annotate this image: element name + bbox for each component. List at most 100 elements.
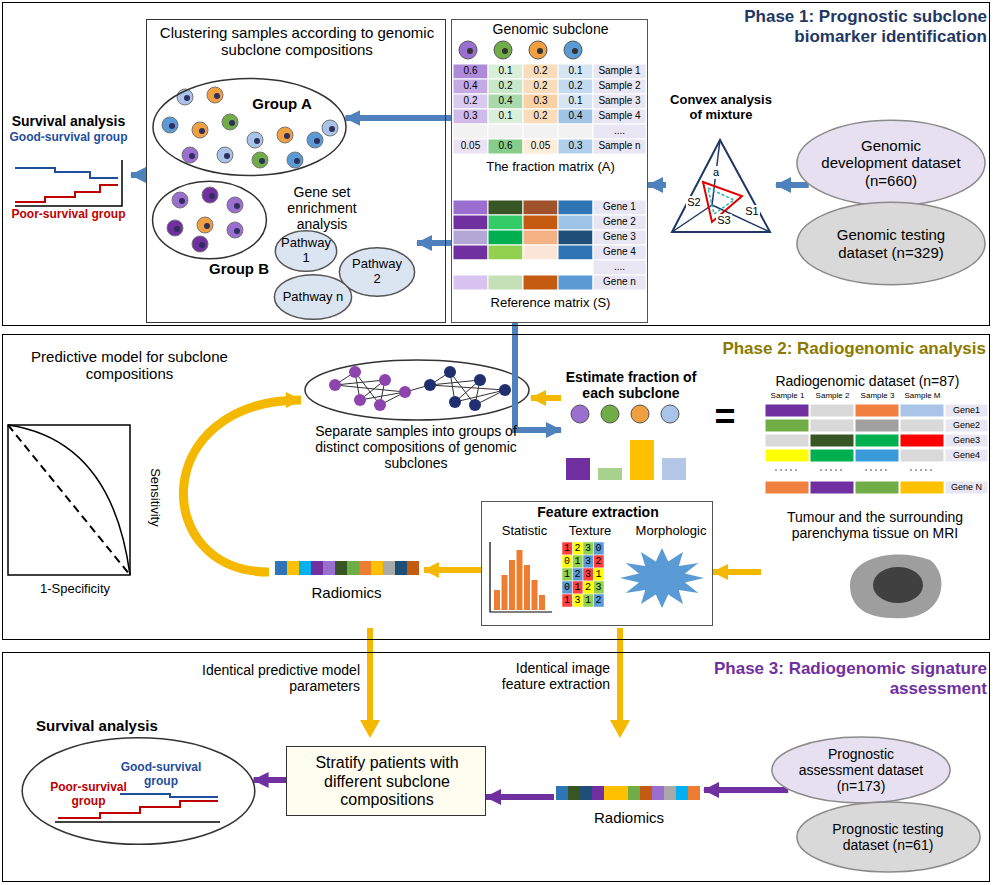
matrix-cell — [810, 419, 854, 432]
illustration-part — [430, 380, 480, 385]
matrix-cell — [593, 109, 646, 124]
illustration-part — [184, 95, 190, 101]
matrix-cell — [558, 275, 593, 290]
matrix-cell — [900, 434, 944, 447]
label: 0.6 — [488, 140, 523, 152]
plot-axis — [15, 160, 122, 206]
mri-image: Tumour and the surrounding parenchyma ti… — [761, 509, 989, 624]
label: 0.3 — [523, 95, 558, 107]
network-node — [379, 374, 391, 386]
feature-bar — [616, 786, 628, 800]
illustration-part — [873, 567, 923, 603]
illustration-part — [199, 242, 205, 248]
cell — [182, 147, 198, 163]
matrix-cell — [593, 124, 646, 139]
matrix-cell — [765, 434, 809, 447]
feature-bar — [323, 561, 335, 575]
ellipse-shape — [274, 275, 351, 320]
feature-bar — [299, 561, 311, 575]
matrix-cell — [523, 139, 558, 154]
feature-bar — [347, 561, 359, 575]
illustration-part — [179, 198, 185, 204]
illustration-part — [259, 158, 265, 164]
fraction-bar — [662, 458, 686, 480]
label: 0.4 — [558, 110, 593, 122]
matrix-cell — [488, 215, 523, 230]
matrix-cell — [453, 124, 488, 139]
matrix-cell — [765, 449, 809, 462]
illustration-part — [945, 481, 988, 494]
node-text: Genomic subclone — [452, 21, 649, 37]
node-text: Tumour and the surrounding parenchyma ti… — [761, 509, 989, 541]
label: Gene 2 — [593, 216, 646, 228]
label: Gene N — [945, 482, 988, 492]
node-text: Pathway n — [282, 290, 344, 305]
flow-arrow — [183, 400, 301, 572]
flow-arrow — [704, 787, 788, 793]
label: 0.2 — [523, 110, 558, 122]
label: Sensitivity — [148, 452, 163, 542]
label: Sample n — [593, 140, 646, 152]
feature-bar — [688, 786, 700, 800]
matrix-cell — [523, 275, 558, 290]
survival-curve — [15, 168, 118, 178]
matrix-cell — [488, 109, 523, 124]
illustration-part — [945, 419, 988, 432]
matrix-cell — [900, 481, 944, 494]
label: Gene n — [593, 276, 646, 288]
feature-bar — [628, 786, 640, 800]
feature-bar — [652, 786, 664, 800]
group-ellipse: Group A — [152, 77, 347, 177]
network-outline — [305, 360, 529, 420]
cell — [162, 117, 178, 133]
ellipse-shape — [797, 120, 985, 205]
node-text: Separate samples into groups of distinct… — [301, 423, 531, 471]
network-node — [329, 379, 341, 391]
matrix-cell — [488, 200, 523, 215]
cell — [277, 127, 293, 143]
node-text: Poor-survival group — [6, 208, 131, 222]
label: 1230 — [564, 542, 608, 555]
subclone-cell — [529, 41, 547, 59]
histogram-bar — [517, 550, 523, 610]
mri-image — [850, 554, 941, 618]
node-text: Radiogenomic dataset (n=87) — [746, 373, 989, 389]
histogram-bar — [502, 575, 508, 610]
radiomics-vector: Radiomics — [554, 783, 704, 838]
matrix-cell — [523, 245, 558, 260]
flow-arrow — [713, 569, 761, 575]
matrix-cell — [488, 124, 523, 139]
network-node — [499, 384, 511, 396]
label: a — [711, 166, 721, 179]
feature-bar — [275, 561, 287, 575]
node-text: Phase 1: Prognostic subclone biomarker i… — [697, 7, 987, 46]
label: Gene3 — [945, 435, 988, 445]
label: Identical predictive model parameters — [180, 662, 360, 694]
label: Sample 2 — [593, 80, 646, 92]
flow-arrow — [131, 172, 146, 178]
matrix-cell — [810, 481, 854, 494]
node-text: Good-survival group — [6, 131, 131, 145]
subclone-cell — [564, 41, 582, 59]
label: Gene2 — [945, 420, 988, 430]
label: Sample 4 — [593, 110, 646, 122]
plot-axis — [55, 821, 220, 823]
cell — [167, 220, 183, 236]
matrix-cell — [488, 139, 523, 154]
node-text: Convex analysis of mixture — [666, 93, 776, 123]
node-text: Good-survival group — [116, 761, 206, 789]
feature-bar — [311, 561, 323, 575]
illustration-part — [610, 720, 630, 738]
transfer-arrow — [367, 628, 373, 722]
label: = — [710, 396, 740, 437]
label: 0.05 — [523, 140, 558, 152]
fraction-bar — [630, 440, 654, 480]
label: 0.4 — [453, 80, 488, 92]
group-ellipse: Group B — [152, 180, 267, 260]
flow-arrow — [531, 395, 561, 401]
ellipse-shape — [153, 79, 346, 176]
histogram-bar — [532, 580, 538, 610]
illustration-part — [204, 223, 210, 229]
illustration-part — [865, 470, 888, 471]
ellipse-shape — [153, 181, 267, 259]
